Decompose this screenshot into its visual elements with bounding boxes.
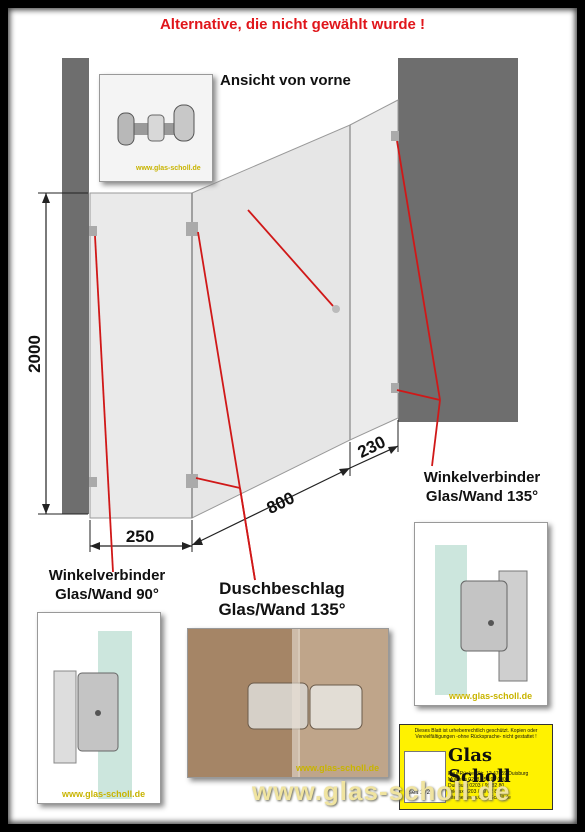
shower-fitting-photo: www.glas-scholl.de bbox=[187, 628, 389, 778]
shower-fitting-line1: Duschbeschlag bbox=[219, 579, 345, 598]
address-line2: Mülheim 0208 / 59 90 000 bbox=[448, 777, 506, 783]
copyright-note: Dieses Blatt ist urheberrechtlich geschü… bbox=[414, 728, 538, 740]
corner-connector-135-label: Winkelverbinder Glas/Wand 135° bbox=[402, 468, 562, 506]
dimension-arrow bbox=[42, 504, 50, 514]
corner-connector-90-label: Winkelverbinder Glas/Wand 90° bbox=[32, 566, 182, 604]
dim-front-label: 800 bbox=[264, 488, 298, 518]
dimension-arrow bbox=[388, 446, 398, 454]
address-line4: Telefax 0203 / 99 82 811 bbox=[448, 789, 503, 795]
shower-fitting-label: Duschbeschlag Glas/Wand 135° bbox=[182, 578, 382, 620]
dimension-arrow bbox=[42, 193, 50, 203]
company-logo-box: Dieses Blatt ist urheberrechtlich geschü… bbox=[399, 724, 553, 810]
dimension-arrow bbox=[339, 468, 350, 476]
connector-90-watermark: www.glas-scholl.de bbox=[62, 789, 146, 799]
dimension-arrow bbox=[182, 542, 192, 550]
front-glass-panel bbox=[191, 124, 351, 519]
dim-side-label: 250 bbox=[126, 527, 154, 546]
corner-connector-90-line1: Winkelverbinder bbox=[48, 567, 166, 584]
hinge bbox=[89, 477, 97, 487]
door-knob bbox=[332, 305, 340, 313]
leader-line bbox=[396, 140, 441, 401]
leader-line bbox=[247, 209, 334, 307]
dimension-line bbox=[191, 467, 351, 546]
address-line1: Paul-Rücker-Str. 12 47059 Duisburg bbox=[448, 771, 529, 777]
leader-line bbox=[195, 477, 241, 489]
hinge bbox=[89, 226, 97, 236]
connector-135-watermark: www.glas-scholl.de bbox=[449, 691, 533, 701]
dim-fixed-label: 230 bbox=[355, 432, 389, 462]
dim-height-label: 2000 bbox=[25, 335, 44, 373]
company-seal: seit 1727 bbox=[404, 751, 446, 803]
hinge bbox=[391, 131, 399, 141]
right-wall bbox=[398, 58, 518, 422]
fixed-glass-panel bbox=[349, 99, 399, 441]
hinge bbox=[186, 222, 198, 236]
leader-line bbox=[396, 389, 441, 401]
front-view-label: Ansicht von vorne bbox=[220, 72, 351, 89]
connector-135-photo: www.glas-scholl.de bbox=[414, 522, 548, 706]
site-watermark: www.glas-scholl.de bbox=[252, 776, 511, 806]
seal-year: seit 1727 bbox=[409, 790, 434, 796]
leader-line bbox=[94, 235, 114, 573]
dimension-arrow bbox=[192, 537, 203, 545]
hinge bbox=[391, 383, 399, 393]
company-name: Glas Scholl bbox=[448, 745, 511, 787]
corner-connector-135-line1: Winkelverbinder bbox=[423, 469, 541, 486]
address-line5: Internet www.Glas-Scholl.de bbox=[448, 795, 511, 801]
corner-connector-135-line2: Glas/Wand 135° bbox=[425, 488, 539, 505]
hinge bbox=[186, 474, 198, 488]
shower-fitting-line2: Glas/Wand 135° bbox=[218, 600, 346, 619]
address-line3: Duisburg 0203 / 99 82 80 bbox=[448, 783, 505, 789]
left-wall bbox=[62, 58, 89, 514]
company-address: Paul-Rücker-Str. 12 47059 Duisburg Mülhe… bbox=[448, 771, 548, 801]
knob-photo: www.glas-scholl.de bbox=[99, 74, 213, 182]
knob-photo-watermark: www.glas-scholl.de bbox=[136, 165, 201, 172]
connector-90-photo: www.glas-scholl.de bbox=[37, 612, 161, 804]
leader-line bbox=[239, 487, 256, 581]
dimension-arrow bbox=[90, 542, 100, 550]
leader-line bbox=[431, 399, 441, 467]
page-title: Alternative, die nicht gewählt wurde ! bbox=[159, 16, 426, 33]
side-glass-panel bbox=[89, 192, 193, 519]
corner-connector-90-line2: Glas/Wand 90° bbox=[55, 586, 159, 603]
shower-fitting-watermark: www.glas-scholl.de bbox=[296, 763, 380, 773]
